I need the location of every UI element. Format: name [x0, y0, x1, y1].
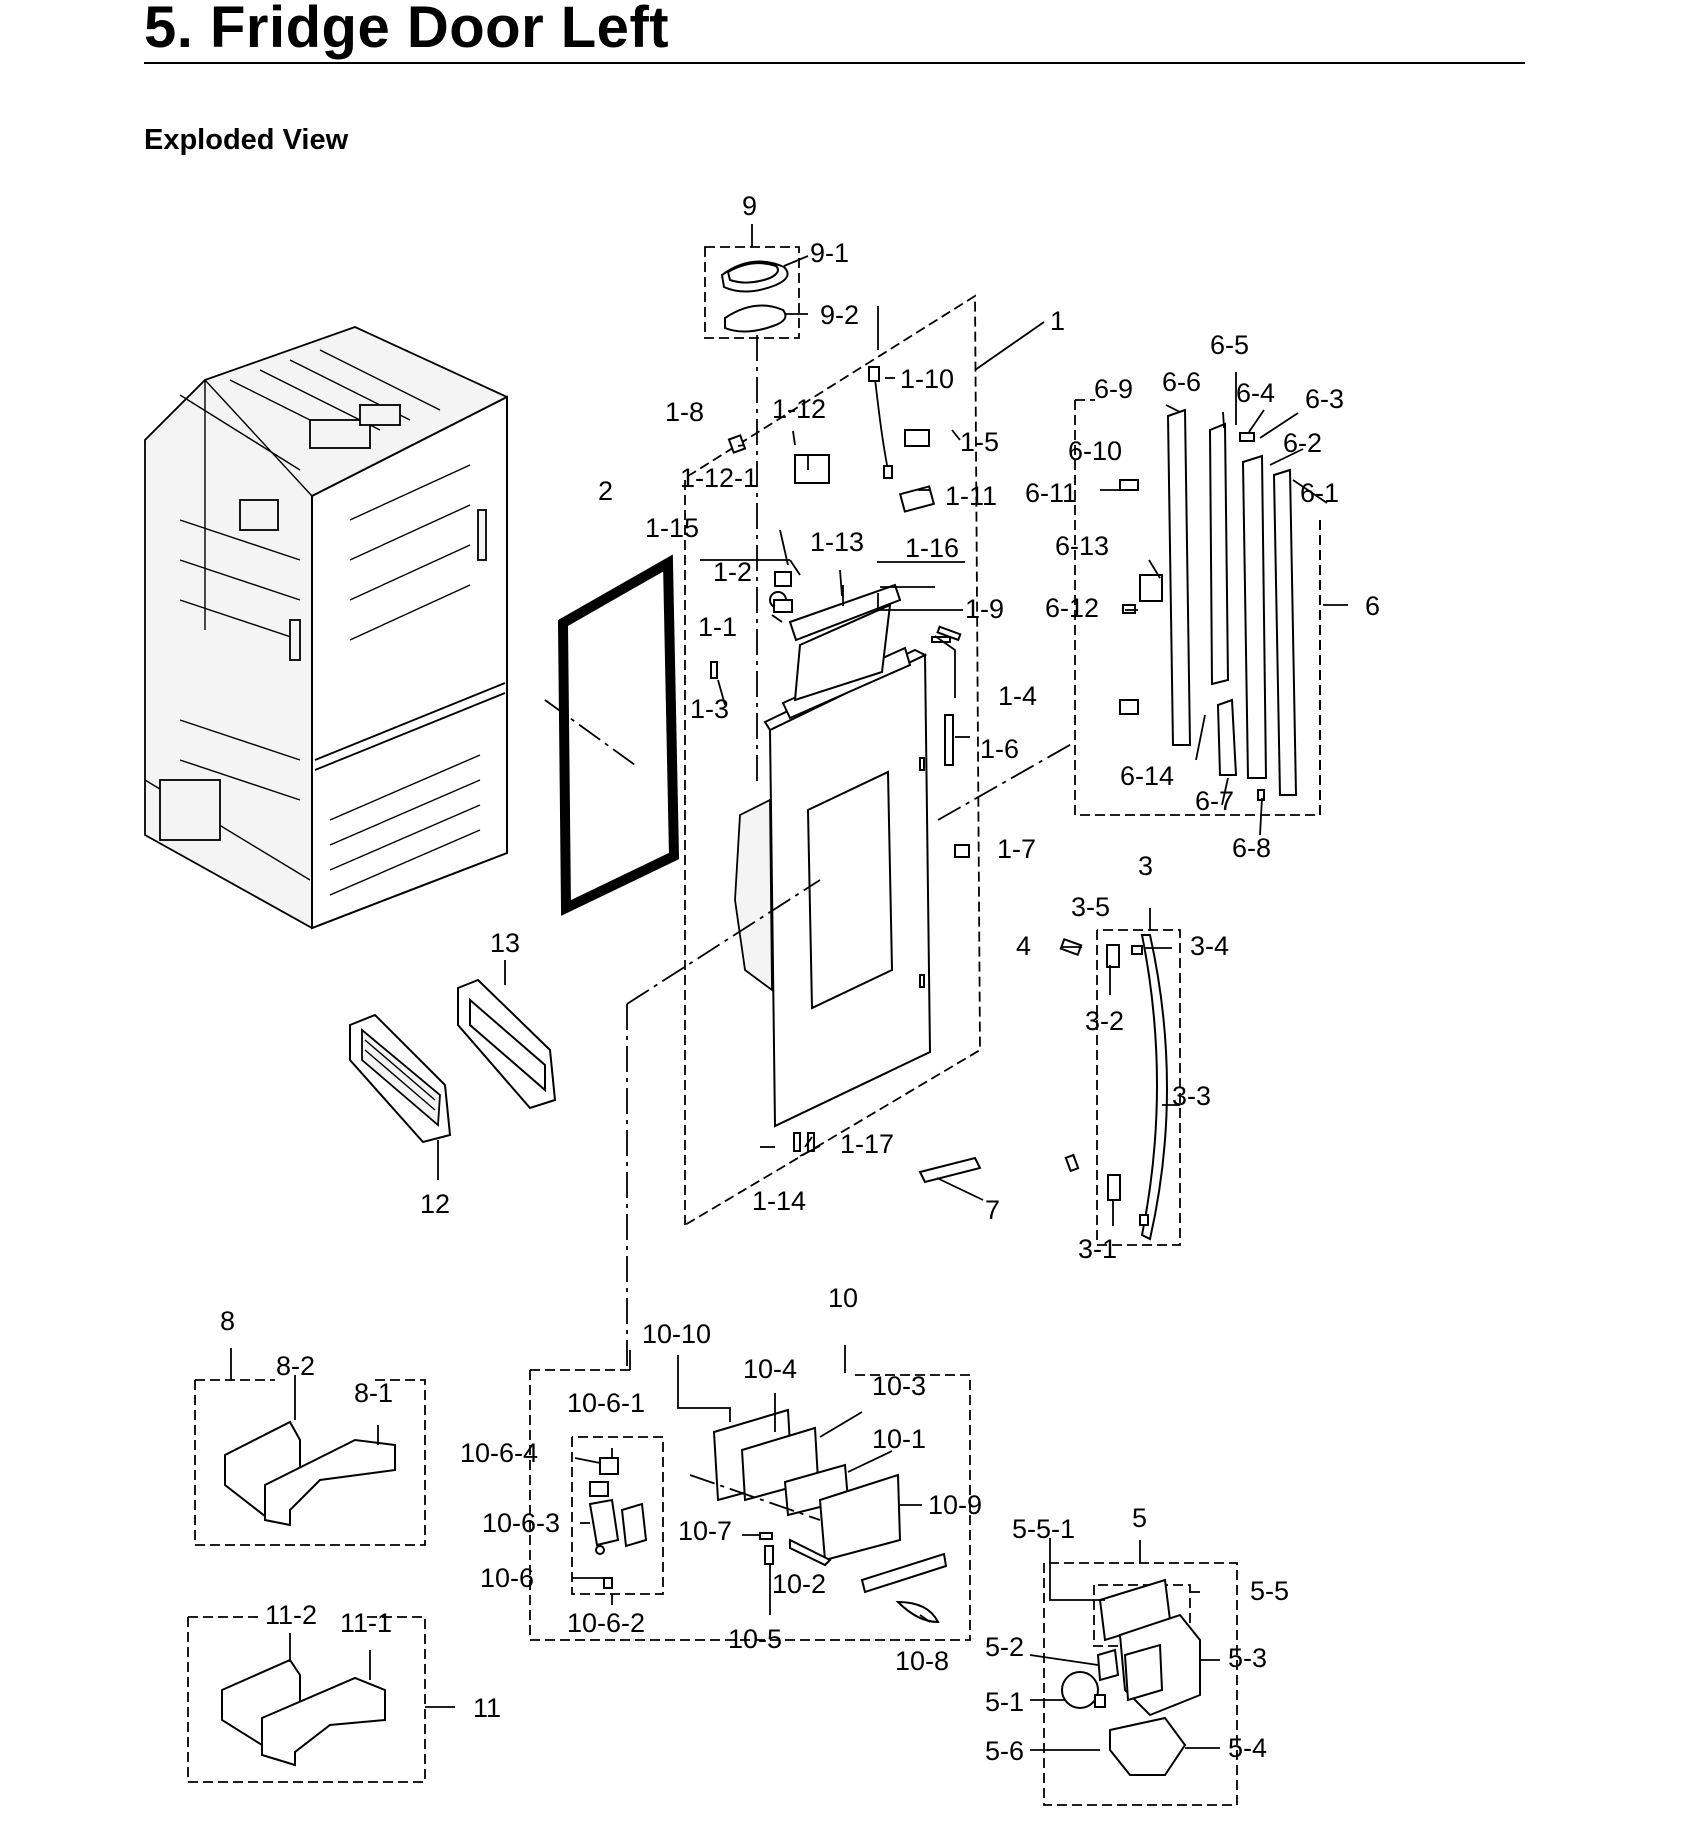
callout-6-7: 6-7 [1195, 786, 1234, 816]
callout-1-10: 1-10 [900, 364, 954, 394]
assembly-10 [529, 1345, 971, 1641]
callout-6-10: 6-10 [1068, 436, 1122, 466]
callout-8-2: 8-2 [276, 1351, 315, 1381]
callout-6: 6 [1365, 591, 1380, 621]
callout-10-3: 10-3 [872, 1371, 926, 1401]
callout-10-6-3: 10-6-3 [482, 1508, 560, 1538]
callout-6-13: 6-13 [1055, 531, 1109, 561]
callout-10-7: 10-7 [678, 1516, 732, 1546]
callout-11: 11 [473, 1693, 501, 1723]
section-subtitle: Exploded View [144, 124, 349, 156]
callout-9-2: 9-2 [820, 300, 859, 330]
callout-1-2: 1-2 [713, 557, 752, 587]
callout-1-6: 1-6 [980, 734, 1019, 764]
callout-6-1: 6-1 [1300, 478, 1339, 508]
callout-8: 8 [220, 1306, 235, 1336]
callout-10-6-1: 10-6-1 [567, 1388, 645, 1418]
callout-1-17: 1-17 [840, 1129, 894, 1159]
callout-5-1: 5-1 [985, 1687, 1024, 1717]
callout-1-8: 1-8 [665, 397, 704, 427]
callout-12: 12 [420, 1189, 450, 1219]
callout-5-3: 5-3 [1228, 1643, 1267, 1673]
callout-10-4: 10-4 [743, 1354, 797, 1384]
callout-1-4: 1-4 [998, 681, 1037, 711]
callout-6-3: 6-3 [1305, 384, 1344, 414]
callout-4: 4 [1016, 931, 1031, 961]
callout-6-11: 6-11 [1025, 478, 1077, 508]
callout-1-11: 1-11 [945, 481, 997, 511]
callout-1-3: 1-3 [690, 694, 729, 724]
callout-10-5: 10-5 [728, 1624, 782, 1654]
door-gasket-drawing [557, 554, 680, 916]
callout-6-4: 6-4 [1236, 378, 1275, 408]
callout-1-12: 1-12 [772, 394, 826, 424]
callout-1-9: 1-9 [965, 594, 1004, 624]
callout-10-9: 10-9 [928, 1490, 982, 1520]
assembly-6 [1074, 372, 1348, 836]
callout-1-13: 1-13 [810, 527, 864, 557]
callout-10-10: 10-10 [642, 1319, 711, 1349]
callout-1-16: 1-16 [905, 533, 959, 563]
assembly-8 [194, 1348, 426, 1546]
assembly-1-boundary [684, 294, 981, 1227]
callout-11-2: 11-2 [265, 1600, 317, 1630]
callout-3-4: 3-4 [1190, 931, 1229, 961]
callout-1-5: 1-5 [960, 427, 999, 457]
callout-6-12: 6-12 [1045, 593, 1099, 623]
callout-10: 10 [828, 1283, 858, 1313]
callout-3-1: 3-1 [1078, 1234, 1117, 1264]
callout-7: 7 [985, 1195, 1000, 1225]
callout-5-5-1: 5-5-1 [1012, 1514, 1075, 1544]
refrigerator-cabinet-drawing [144, 326, 508, 930]
assembly-11 [187, 1616, 455, 1783]
callout-1-12-1: 1-12-1 [680, 463, 758, 493]
callout-10-6-2: 10-6-2 [567, 1608, 645, 1638]
callout-3-5: 3-5 [1071, 892, 1110, 922]
callout-10-1: 10-1 [872, 1424, 926, 1454]
callout-6-2: 6-2 [1283, 428, 1322, 458]
callout-6-14: 6-14 [1120, 761, 1174, 791]
callout-1: 1 [1050, 306, 1065, 336]
title-rule [144, 62, 1525, 64]
callout-3-2: 3-2 [1085, 1006, 1124, 1036]
callout-1-1: 1-1 [698, 612, 737, 642]
callout-10-2: 10-2 [772, 1569, 826, 1599]
callout-6-9: 6-9 [1094, 374, 1133, 404]
callout-11-1: 11-1 [340, 1608, 392, 1638]
callout-8-1: 8-1 [354, 1378, 393, 1408]
assembly-5 [1029, 1538, 1238, 1806]
door-small-parts [710, 366, 982, 1184]
callout-1-15: 1-15 [645, 513, 699, 543]
callout-9-1: 9-1 [810, 238, 849, 268]
callout-1-7: 1-7 [997, 834, 1036, 864]
callout-6-6: 6-6 [1162, 367, 1201, 397]
callout-5-4: 5-4 [1228, 1733, 1267, 1763]
callout-5-2: 5-2 [985, 1632, 1024, 1662]
callout-10-6: 10-6 [480, 1563, 534, 1593]
page-title: 5. Fridge Door Left [144, 0, 670, 60]
callout-5-6: 5-6 [985, 1736, 1024, 1766]
callout-10-6-4: 10-6-4 [460, 1438, 538, 1468]
door-drawing [734, 583, 962, 1128]
callout-1-14: 1-14 [752, 1186, 806, 1216]
leader-lines-main [544, 306, 1076, 1370]
callout-5: 5 [1132, 1503, 1147, 1533]
callout-labels: 9 9-1 9-2 1 1-10 1-8 1-12 1-5 1-12-1 1-1… [220, 191, 1380, 1766]
assembly-3 [1059, 908, 1181, 1246]
callout-6-8: 6-8 [1232, 833, 1271, 863]
callout-5-5: 5-5 [1250, 1576, 1289, 1606]
parts-12-13 [349, 960, 557, 1180]
callout-3: 3 [1138, 851, 1153, 881]
callout-9: 9 [742, 191, 757, 221]
assembly-9 [704, 224, 809, 339]
callout-13: 13 [490, 928, 520, 958]
callout-10-8: 10-8 [895, 1646, 949, 1676]
callout-6-5: 6-5 [1210, 330, 1249, 360]
callout-2: 2 [598, 476, 613, 506]
callout-3-3: 3-3 [1172, 1081, 1211, 1111]
